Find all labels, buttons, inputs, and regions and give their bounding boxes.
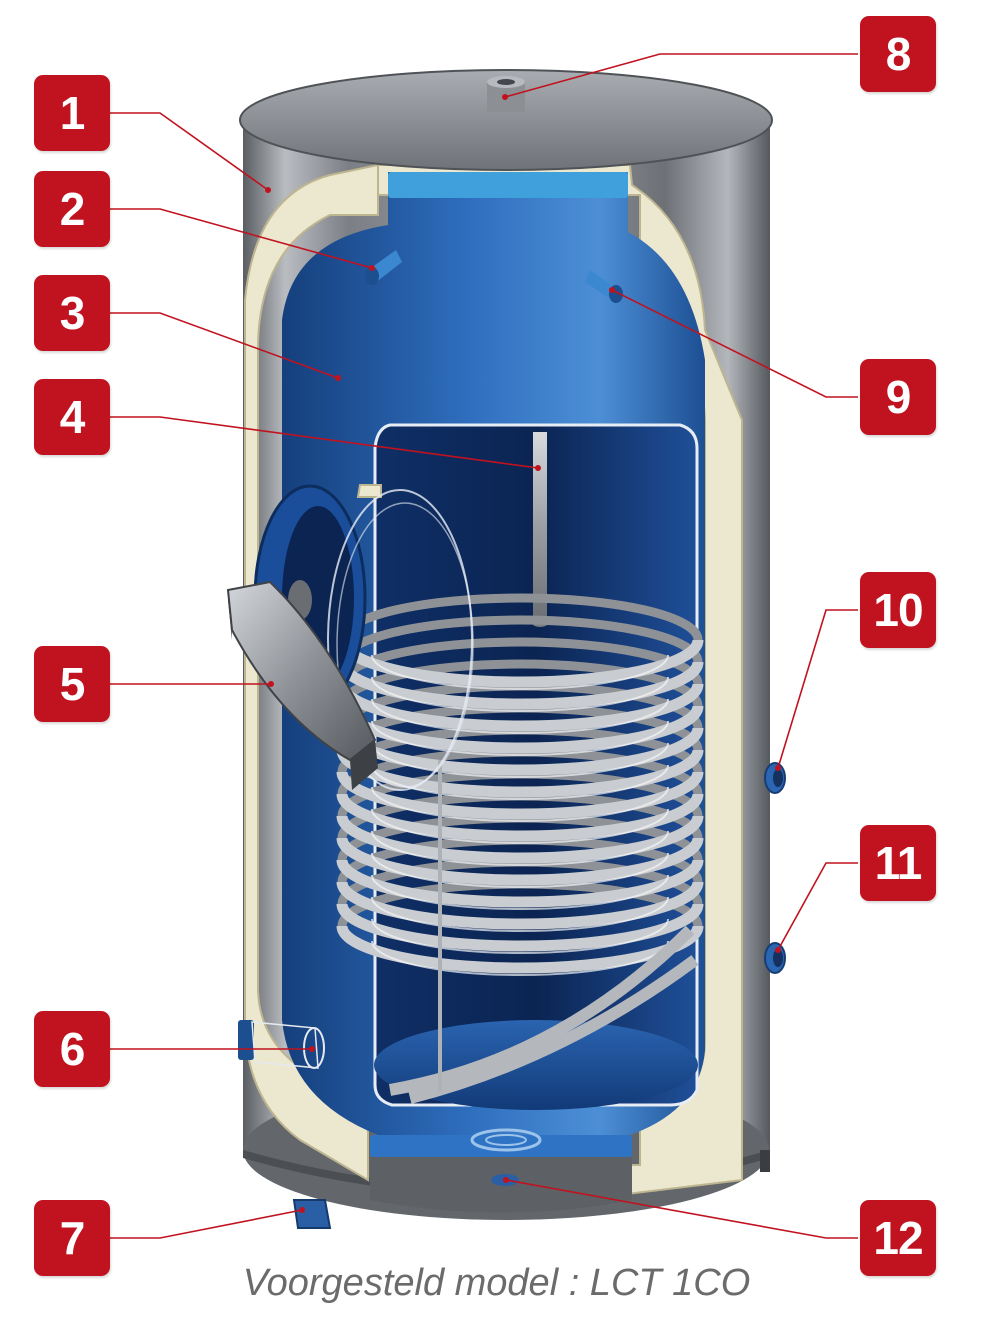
right-connections: [764, 762, 786, 974]
coil-highlight: [371, 918, 669, 954]
leader-line-4: [110, 416, 539, 469]
coil-turn-front: [336, 793, 704, 842]
coil-highlight: [371, 830, 669, 866]
callout-badge-1: 1: [34, 75, 110, 151]
leader-line-1: [110, 112, 269, 191]
coil-turn-front: [336, 683, 704, 732]
sensor-pipes: [365, 250, 623, 303]
coil-turn-front: [336, 661, 704, 710]
callout-badge-8: 8: [860, 16, 936, 92]
leader-lines: [110, 53, 858, 1239]
coil-highlight: [371, 654, 669, 690]
manhole-cover: [226, 580, 378, 790]
callout-badge-11: 11: [860, 825, 936, 901]
model-caption: Voorgesteld model : LCT 1CO: [242, 1262, 751, 1304]
coil-turn-front: [336, 639, 704, 688]
coil-turn-back: [337, 615, 703, 663]
coil-highlight: [371, 764, 669, 800]
leader-line-2: [110, 208, 373, 269]
callout-badge-9: 9: [860, 359, 936, 435]
coil-return-pipe: [388, 925, 695, 1096]
coil-highlight: [371, 676, 669, 712]
callout-badge-4: 4: [34, 379, 110, 455]
top-lid: [239, 69, 773, 171]
callout-badge-10: 10: [860, 572, 936, 648]
coil-highlight: [371, 742, 669, 778]
coil-highlight: [371, 808, 669, 844]
coil-highlight: [371, 896, 669, 932]
callout-badge-7: 7: [34, 1200, 110, 1276]
coil-return-pipe: [408, 955, 699, 1104]
callout-badge-6: 6: [34, 1011, 110, 1087]
callout-badge-5: 5: [34, 646, 110, 722]
coil-highlight: [371, 698, 669, 734]
leader-dots: [265, 94, 781, 1213]
coil-highlight: [371, 852, 669, 888]
leader-line-11: [777, 862, 858, 951]
callout-badge-12: 12: [860, 1200, 936, 1276]
coil-turn-front: [336, 837, 704, 886]
coil-highlight: [371, 720, 669, 756]
callout-badge-2: 2: [34, 171, 110, 247]
leader-line-9: [611, 289, 858, 398]
coil-turn-front: [336, 815, 704, 864]
coil-highlight: [371, 874, 669, 910]
coil-turn-front: [336, 881, 704, 930]
coil-highlight: [371, 786, 669, 822]
coil-highlight: [371, 940, 669, 976]
leader-line-7: [110, 1209, 303, 1239]
leader-line-8: [504, 53, 858, 98]
callout-badge-3: 3: [34, 275, 110, 351]
coil-turn-front: [336, 903, 704, 952]
coil-turn-front: [336, 859, 704, 908]
leader-line-3: [110, 312, 339, 379]
leader-line-10: [777, 609, 858, 769]
leader-line-12: [505, 1179, 858, 1239]
coil-turn-front: [336, 771, 704, 820]
